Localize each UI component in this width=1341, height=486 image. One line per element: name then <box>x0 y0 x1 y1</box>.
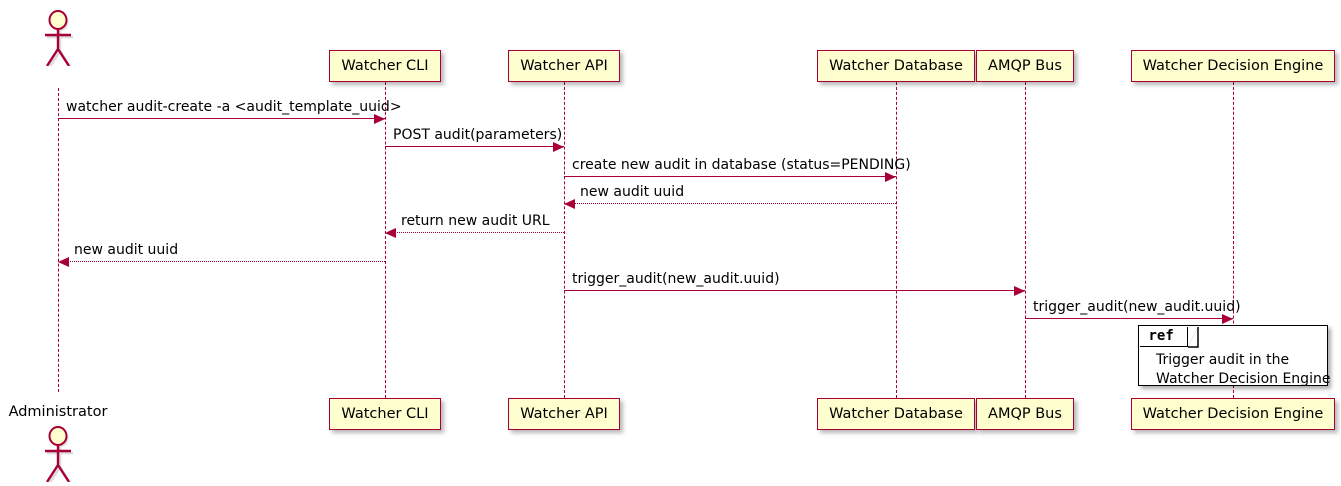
message-line-8 <box>1025 318 1233 319</box>
lifeline-watcher-api <box>564 82 565 398</box>
message-label-2: POST audit(parameters) <box>393 127 563 143</box>
participant-box-watcher-api[interactable]: Watcher API <box>508 50 620 82</box>
message-label-7: trigger_audit(new_audit.uuid) <box>572 271 780 287</box>
message-label-8: trigger_audit(new_audit.uuid) <box>1033 299 1241 315</box>
lifeline-amqp-bus <box>1025 82 1026 398</box>
participant-box-amqp-bus[interactable]: AMQP Bus <box>976 398 1074 430</box>
message-arrowhead-5 <box>385 227 396 238</box>
message-label-6: new audit uuid <box>74 242 179 258</box>
ref-fragment-tag: ref <box>1139 326 1188 347</box>
message-line-5 <box>385 232 564 233</box>
message-label-5: return new audit URL <box>401 213 550 229</box>
participant-box-watcher-cli[interactable]: Watcher CLI <box>329 50 441 82</box>
participant-box-watcher-database[interactable]: Watcher Database <box>817 398 975 430</box>
actor-administrator <box>36 8 80 69</box>
actor-label-administrator: Administrator <box>8 404 108 420</box>
lifeline-administrator <box>58 88 59 392</box>
participant-box-watcher-decision-engine[interactable]: Watcher Decision Engine <box>1130 398 1336 430</box>
actor-administrator <box>36 424 80 485</box>
participant-box-watcher-cli[interactable]: Watcher CLI <box>329 398 441 430</box>
participant-box-amqp-bus[interactable]: AMQP Bus <box>976 50 1074 82</box>
message-arrowhead-2 <box>553 141 564 152</box>
message-arrowhead-7 <box>1014 285 1025 296</box>
message-label-1: watcher audit-create -a <audit_template_… <box>66 99 402 115</box>
message-arrowhead-3 <box>885 171 896 182</box>
message-line-2 <box>385 146 564 147</box>
message-arrowhead-1 <box>374 113 385 124</box>
message-line-3 <box>564 176 896 177</box>
lifeline-watcher-database <box>896 82 897 398</box>
message-arrowhead-6 <box>58 256 69 267</box>
message-line-6 <box>58 261 385 262</box>
lifeline-watcher-decision-engine <box>1233 82 1234 398</box>
message-arrowhead-8 <box>1222 313 1233 324</box>
ref-fragment-line: Trigger audit in the <box>1156 352 1290 368</box>
message-line-1 <box>58 118 385 119</box>
participant-box-watcher-database[interactable]: Watcher Database <box>817 50 975 82</box>
actor-label-administrator: Administrator <box>9 0 108 4</box>
ref-fragment-line: Watcher Decision Engine <box>1156 371 1331 387</box>
lifeline-watcher-cli <box>385 82 386 398</box>
ref-fragment-fold-edge <box>1187 326 1200 349</box>
message-label-3: create new audit in database (status=PEN… <box>572 157 911 173</box>
ref-fragment-fold-icon <box>1187 326 1198 347</box>
message-line-7 <box>564 290 1025 291</box>
message-line-4 <box>564 203 896 204</box>
participant-box-watcher-decision-engine[interactable]: Watcher Decision Engine <box>1130 50 1336 82</box>
participant-box-watcher-api[interactable]: Watcher API <box>508 398 620 430</box>
message-label-4: new audit uuid <box>580 184 685 200</box>
message-arrowhead-4 <box>564 198 575 209</box>
